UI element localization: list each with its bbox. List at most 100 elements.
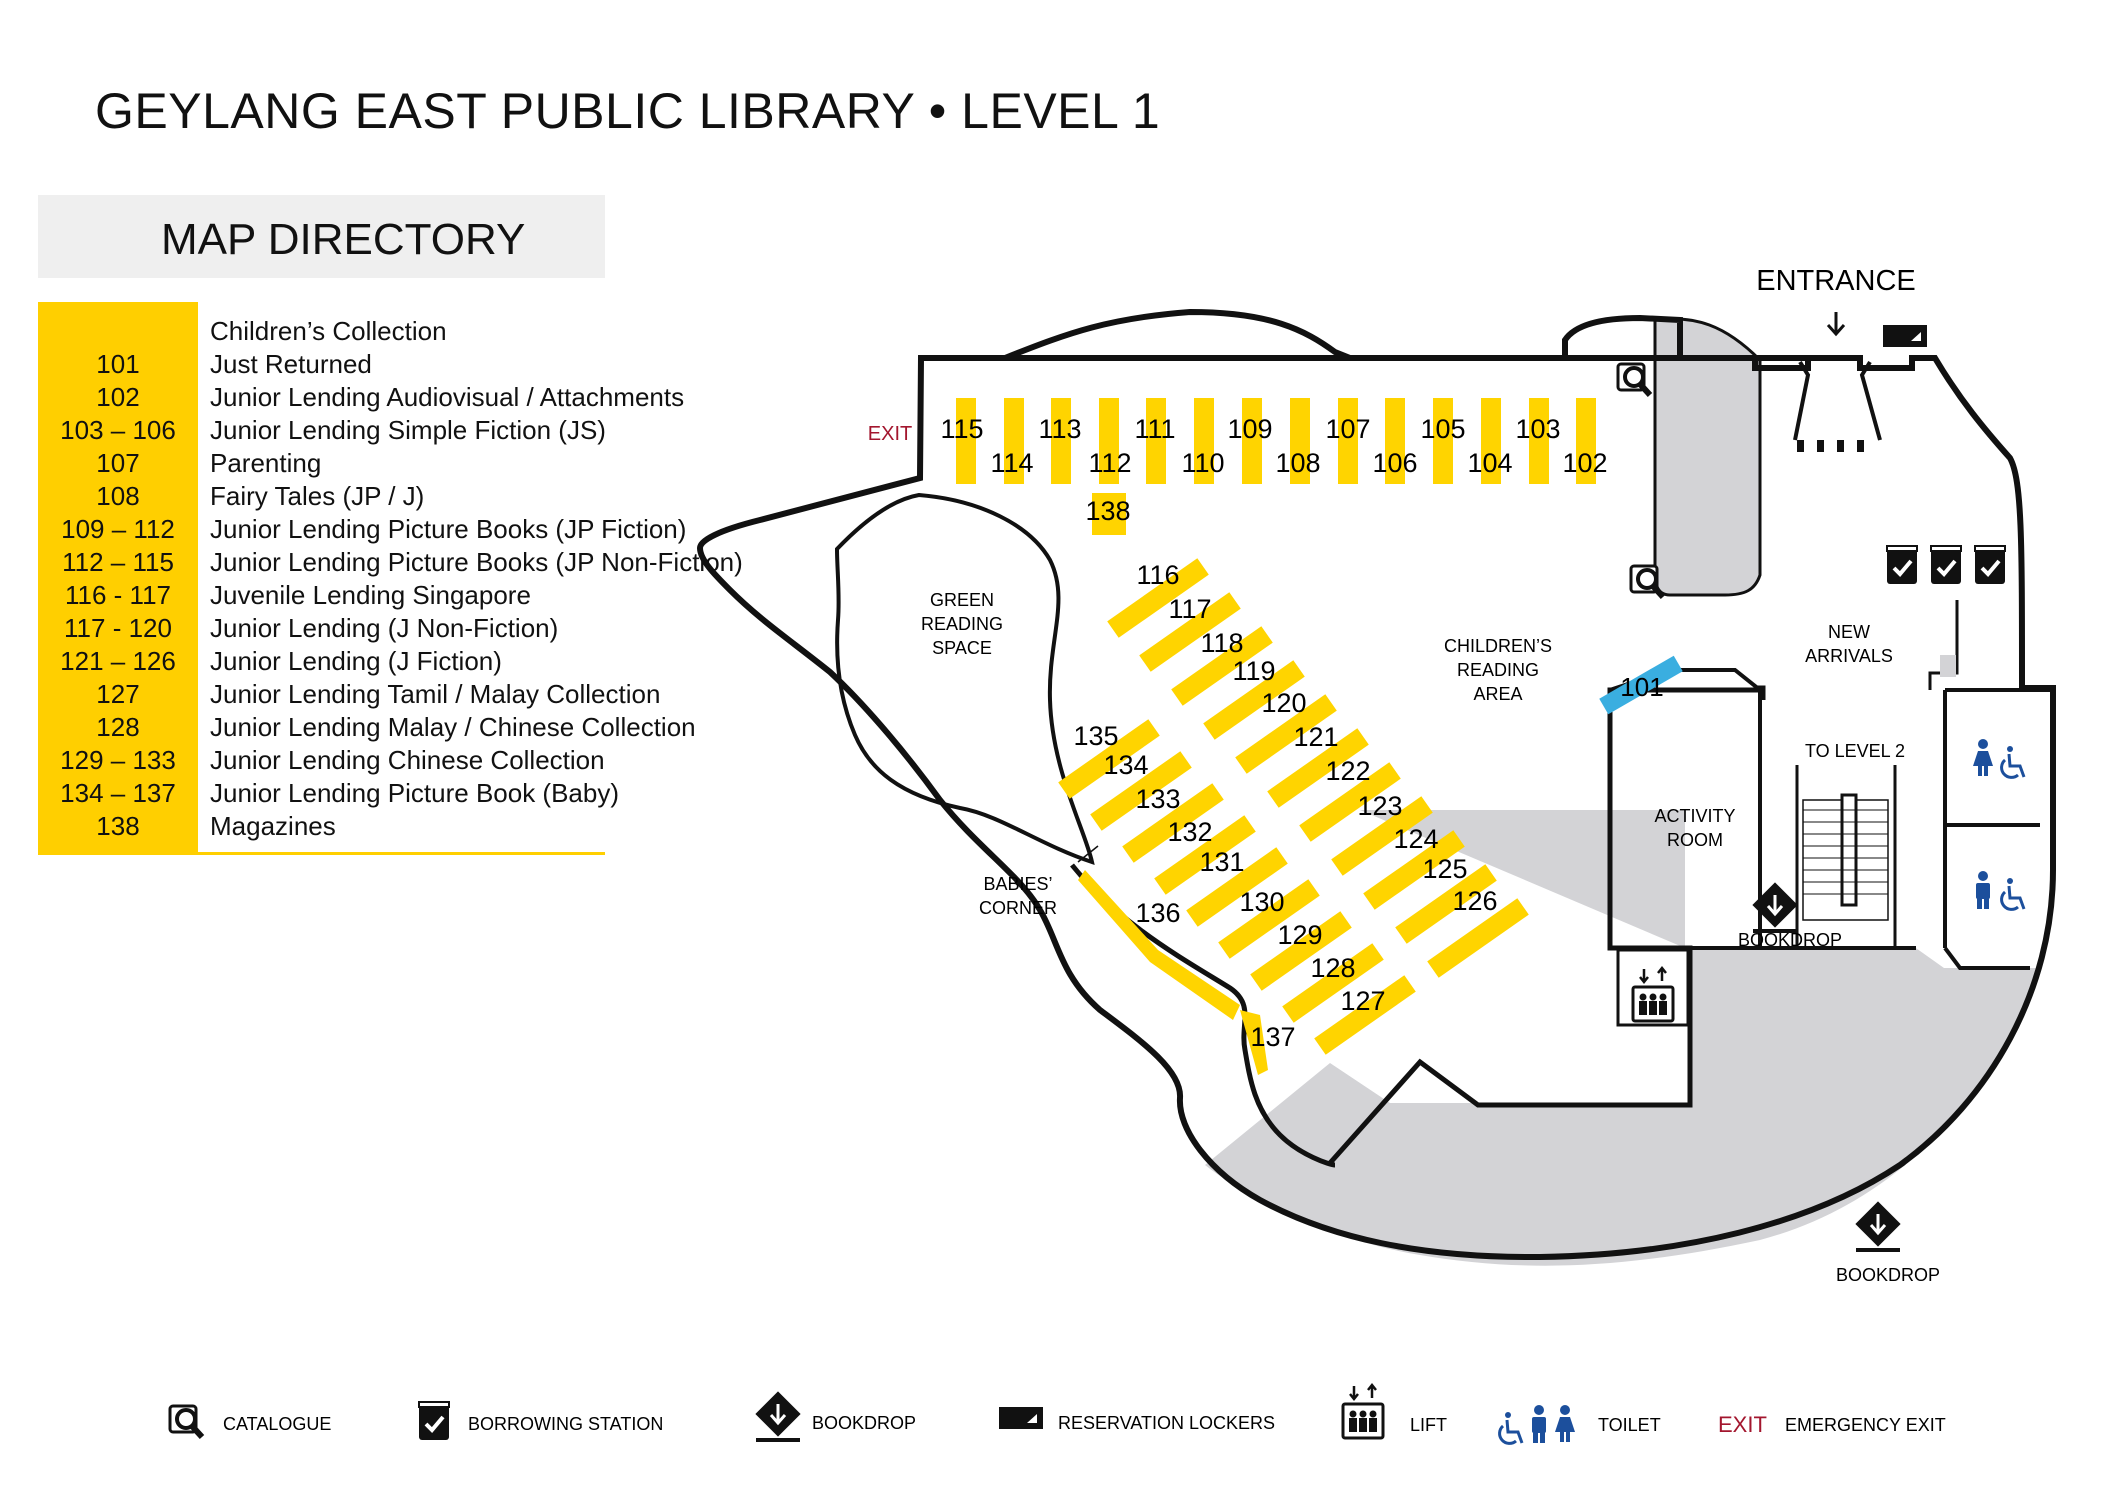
shelf-label: 119: [1232, 656, 1275, 686]
shelf-label-101: 101: [1620, 672, 1663, 702]
legend-borrowing-station-icon: [417, 1400, 451, 1442]
activity-room-label: ROOM: [1667, 830, 1723, 850]
directory-header: MAP DIRECTORY: [38, 195, 605, 278]
directory-label: Junior Lending (J Fiction): [210, 646, 502, 676]
borrowing-station-icon[interactable]: [1885, 544, 1919, 586]
accessible-icon: [2000, 876, 2026, 911]
directory-heading: MAP DIRECTORY: [161, 215, 526, 264]
shelf: [1299, 762, 1401, 842]
shelf-label: 111: [1134, 414, 1175, 444]
directory-label: Junior Lending Malay / Chinese Collectio…: [210, 712, 696, 742]
shelf-label: 114: [990, 448, 1033, 478]
green-space-label: READING: [921, 614, 1003, 634]
shelf: [1218, 879, 1320, 959]
shelf-label: 113: [1038, 414, 1081, 444]
legend-reservation-locker-icon: [999, 1407, 1043, 1429]
shelf-label: 136: [1135, 898, 1180, 928]
shelf-label: 130: [1239, 887, 1284, 917]
borrowing-station-icon[interactable]: [1973, 544, 2007, 586]
activity-room: [1608, 668, 1762, 948]
entrance-arrow-icon: [1826, 312, 1846, 337]
directory-code: 103 – 106: [60, 415, 176, 445]
shelf: [1194, 398, 1214, 484]
shelf: [1242, 398, 1262, 484]
shelf: [1385, 398, 1405, 484]
shelf: [1171, 626, 1273, 706]
shelf-137-strip: [1240, 1010, 1268, 1075]
shelf: [1282, 943, 1384, 1023]
shelf: [1058, 719, 1160, 799]
outer-wall: [696, 308, 2056, 1261]
shelf: [1395, 864, 1497, 944]
toilet-woman-icon: [1973, 739, 1993, 776]
directory-code: 116 - 117: [64, 580, 171, 610]
shelf-label: 123: [1357, 791, 1402, 821]
directory-code: 129 – 133: [60, 745, 176, 775]
directory-code: 102: [96, 382, 140, 412]
activity-room-label: ACTIVITY: [1654, 806, 1735, 826]
directory-label: Parenting: [210, 448, 322, 478]
directory-code: 109 – 112: [61, 514, 175, 544]
directory-label: Magazines: [210, 811, 336, 841]
legend-lift-icon: [1341, 1383, 1385, 1440]
shelf: [1250, 911, 1352, 991]
shelf-label: 121: [1293, 722, 1338, 752]
directory-section-title: Children’s Collection: [210, 316, 447, 346]
directory-label: Junior Lending Tamil / Malay Collection: [210, 679, 661, 709]
childrens-area-label: READING: [1457, 660, 1539, 680]
shelf: [1363, 830, 1465, 910]
shelf: [1146, 398, 1166, 484]
shelf-label: 138: [1085, 496, 1130, 526]
shelf-label: 124: [1393, 824, 1438, 854]
shelf: [1099, 398, 1119, 484]
page-title: GEYLANG EAST PUBLIC LIBRARY • LEVEL 1: [95, 83, 1161, 139]
directory-label: Junior Lending Picture Books (JP Fiction…: [210, 514, 687, 544]
shelf: [1267, 728, 1369, 808]
shelf-label: 128: [1310, 953, 1355, 983]
catalogue-icon[interactable]: [1618, 364, 1650, 395]
shelf-label: 132: [1167, 817, 1212, 847]
shelf-label: 135: [1073, 721, 1118, 751]
entrance-label: ENTRANCE: [1756, 265, 1916, 297]
bookdrop-icon[interactable]: [1853, 1199, 1903, 1252]
shelf-label: 106: [1372, 448, 1417, 478]
bookdrop-label: BOOKDROP: [1836, 1265, 1940, 1285]
directory-code: 101: [96, 349, 140, 379]
shelf: [1004, 398, 1024, 484]
new-arrivals-label: ARRIVALS: [1805, 646, 1893, 666]
directory-label: Junior Lending (J Non-Fiction): [210, 613, 559, 643]
shelf: [1139, 592, 1241, 672]
legend-lift-label: LIFT: [1410, 1415, 1447, 1435]
borrowing-station-icon[interactable]: [1929, 544, 1963, 586]
entrance-doors: [1793, 360, 1882, 441]
reservation-locker-icon[interactable]: [1883, 325, 1927, 347]
catalogue-icon[interactable]: [1631, 566, 1663, 597]
shelf-labels: 1151141131121111101091081071061051041031…: [940, 414, 1607, 1052]
toilet-walls: [1943, 688, 2053, 970]
shelf-label: 133: [1135, 784, 1180, 814]
shelf-label: 126: [1452, 886, 1497, 916]
exit-label: EXIT: [868, 423, 912, 445]
shelf: [1314, 975, 1416, 1055]
legend-exit-word: EXIT: [1718, 1412, 1767, 1437]
diagonal-shelves: [1058, 558, 1529, 1055]
legend: CATALOGUE BORROWING STATION BOOKDROP RES…: [170, 1383, 1946, 1445]
shelf-label: 105: [1420, 414, 1465, 444]
directory-code: 138: [96, 811, 140, 841]
shelf: [1186, 847, 1288, 927]
shelf-label: 110: [1181, 448, 1224, 478]
shelf-label: 137: [1250, 1022, 1295, 1052]
legend-emergency-exit-label: EMERGENCY EXIT: [1785, 1415, 1946, 1435]
directory-underline: [198, 852, 605, 855]
shelf: [1433, 398, 1453, 484]
shelf: [1154, 815, 1256, 895]
directory-code: 117 - 120: [64, 613, 172, 643]
directory-label: Juvenile Lending Singapore: [210, 580, 531, 610]
legend-accessible-icon: [1498, 1410, 1524, 1445]
shelf: [956, 398, 976, 484]
directory-code: 121 – 126: [60, 646, 176, 676]
shelf-label: 127: [1340, 986, 1385, 1016]
directory-code: 128: [96, 712, 140, 742]
directory-label: Junior Lending Picture Books (JP Non-Fic…: [210, 547, 743, 577]
green-space-label: GREEN: [930, 590, 994, 610]
